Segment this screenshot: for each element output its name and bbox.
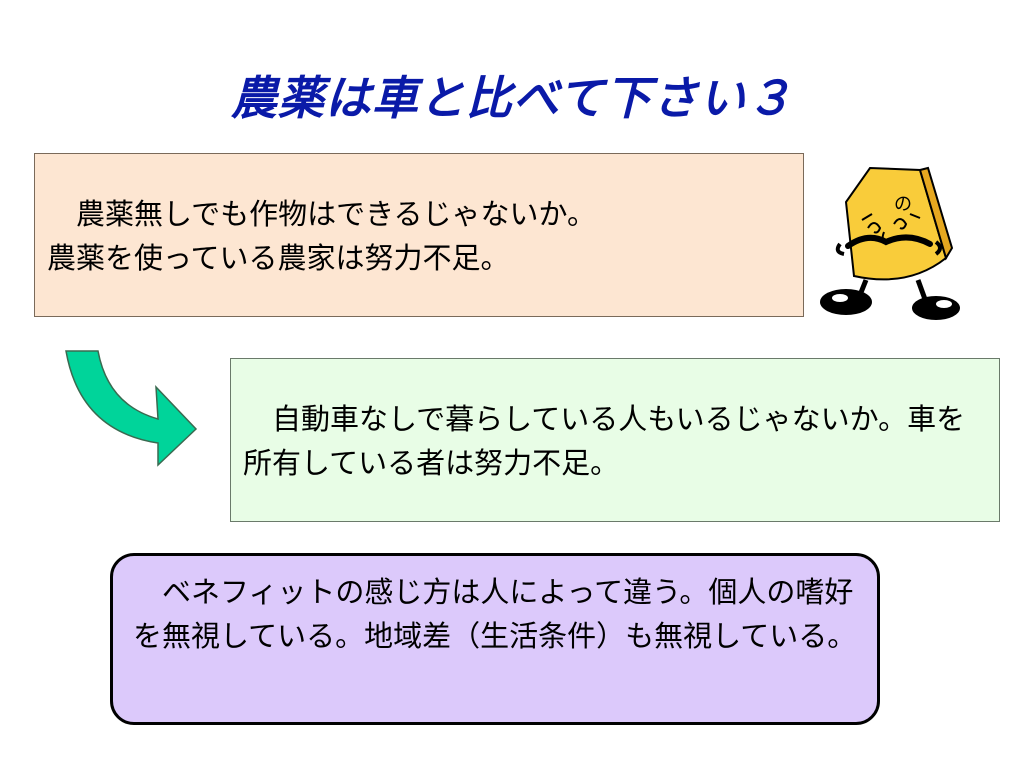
benefit-statement-box: ベネフィットの感じ方は人によって違う。個人の嗜好を無視している。地域差（生活条件… [110,553,880,725]
slide-title: 農薬は車と比べて下さい３ [230,71,794,125]
pesticide-bag-mascot-icon: の [820,166,960,320]
benefit-statement-text: ベネフィットの感じ方は人によって違う。個人の嗜好を無視している。地域差（生活条件… [133,575,857,653]
pesticide-statement-text: 農薬無しでも作物はできるじゃないか。 農薬を使っている農家は努力不足。 [47,197,596,275]
curved-arrow-icon [65,350,198,467]
mascot-label: の [894,194,912,215]
car-statement-text: 自動車なしで暮らしている人もいるじゃないか。車を所有している者は努力不足。 [243,402,966,480]
pesticide-statement-box: 農薬無しでも作物はできるじゃないか。 農薬を使っている農家は努力不足。 [34,153,804,317]
car-statement-box: 自動車なしで暮らしている人もいるじゃないか。車を所有している者は努力不足。 [230,358,1000,522]
